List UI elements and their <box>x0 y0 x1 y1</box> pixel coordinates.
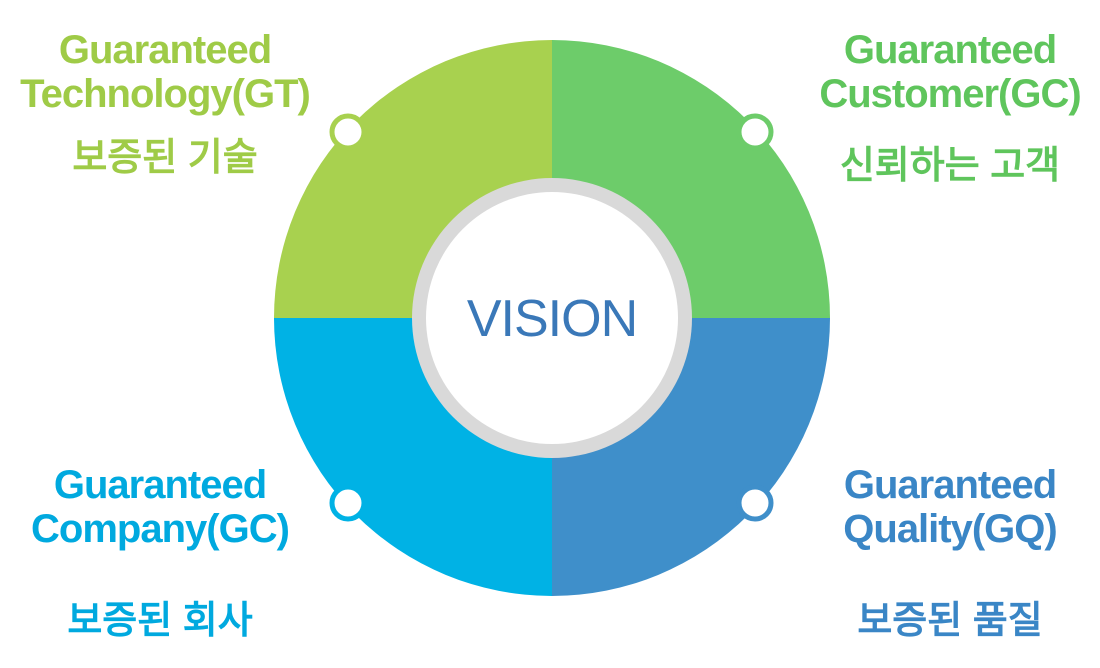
label-company: Guaranteed Company(GC) 보증된 회사 <box>0 463 320 643</box>
center-disc <box>426 192 678 444</box>
connector-dot-quality <box>736 484 774 522</box>
quality-title-line1: Guaranteed <box>843 463 1057 507</box>
label-quality: Guaranteed Quality(GQ) 보증된 품질 <box>800 463 1100 643</box>
label-customer: Guaranteed Customer(GC) 신뢰하는 고객 <box>800 28 1100 188</box>
center-label: VISION <box>467 290 637 348</box>
label-technology: Guaranteed Technology(GT) 보증된 기술 <box>0 28 330 180</box>
connector-dot-customer <box>736 113 774 151</box>
connector-dot-technology <box>329 113 367 151</box>
company-title-line1: Guaranteed <box>53 463 267 507</box>
company-title-line2: Company(GC) <box>31 507 290 551</box>
quality-korean: 보증된 품질 <box>857 600 1043 642</box>
customer-title-line2: Customer(GC) <box>819 72 1081 116</box>
company-korean: 보증된 회사 <box>67 600 253 642</box>
connector-dot-company <box>329 484 367 522</box>
technology-title-line1: Guaranteed <box>58 28 272 72</box>
quality-title-line2: Quality(GQ) <box>843 507 1057 551</box>
customer-title-line1: Guaranteed <box>843 28 1057 72</box>
customer-korean: 신뢰하는 고객 <box>839 145 1061 187</box>
technology-title-line2: Technology(GT) <box>20 72 311 116</box>
technology-korean: 보증된 기술 <box>72 137 258 179</box>
